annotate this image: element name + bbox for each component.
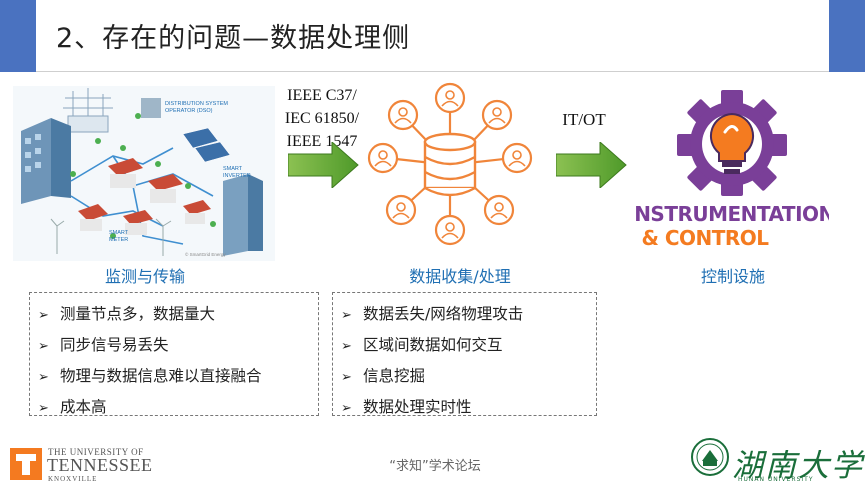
list-item: ➢同步信号易丢失 [38, 330, 318, 361]
accent-bar-right [829, 0, 865, 72]
issues-box-left: ➢测量节点多，数据量大 ➢同步信号易丢失 ➢物理与数据信息难以直接融合 ➢成本高 [29, 292, 319, 416]
protocol-line-3: IEEE 1547 [286, 133, 358, 150]
smart-grid-illustration: DISTRIBUTION SYSTEM OPERATOR (DSO) SMART… [13, 86, 275, 261]
slide-title: 2、存在的问题—数据处理侧 [56, 23, 411, 54]
lightbulb-icon [709, 112, 755, 174]
meter-label-1: SMART [109, 230, 129, 236]
section-label-monitoring: 监测与传输 [104, 267, 185, 286]
control-text: & CONTROL [641, 226, 769, 250]
utk-name-line2: TENNESSEE [47, 455, 153, 475]
substation-icon [63, 88, 113, 133]
utk-name-line3: KNOXVILLE [48, 475, 98, 483]
protocol-line-2: IEC 61850/ [284, 110, 360, 127]
inverter-label-2: INVERTER [223, 173, 251, 179]
wind-turbine-icon [50, 218, 172, 256]
arrow-right-icon [288, 142, 359, 188]
utk-logo-icon [10, 448, 42, 480]
list-item: ➢成本高 [38, 392, 318, 423]
meter-label-2: METER [109, 237, 128, 243]
hnu-english-name: HUNAN UNIVERSITY [738, 476, 814, 483]
list-item: ➢区域间数据如何交互 [341, 330, 596, 361]
list-item: ➢物理与数据信息难以直接融合 [38, 361, 318, 392]
instrumentation-control-icon: INSTRUMENTATION & CONTROL [633, 90, 829, 250]
arrow-bullet-icon: ➢ [38, 370, 49, 385]
arrow-bullet-icon: ➢ [38, 339, 49, 354]
it-ot-label: IT/OT [562, 110, 606, 129]
hnu-seal-icon [691, 438, 729, 476]
house-icon [78, 158, 211, 235]
solar-panel-icon [182, 127, 231, 163]
list-item: ➢信息挖掘 [341, 361, 596, 392]
list-item: ➢数据丢失/网络物理攻击 [341, 299, 596, 330]
list-item: ➢测量节点多，数据量大 [38, 299, 318, 330]
signal-icons [70, 113, 216, 239]
dso-label-1: DISTRIBUTION SYSTEM [165, 101, 228, 107]
arrow-bullet-icon: ➢ [38, 308, 49, 323]
tower-building-icon [223, 174, 263, 256]
dso-label-2: OPERATOR (DSO) [165, 108, 213, 114]
footer-forum-name: “求知”学术论坛 [389, 459, 481, 474]
arrow-bullet-icon: ➢ [38, 401, 49, 416]
accent-bar-left [0, 0, 36, 72]
office-building-icon [21, 118, 71, 204]
section-label-control: 控制设施 [700, 267, 765, 286]
inverter-label-1: SMART [223, 166, 243, 172]
list-item: ➢数据处理实时性 [341, 392, 596, 423]
arrow-bullet-icon: ➢ [341, 370, 352, 385]
arrow-right-icon-2 [556, 142, 627, 188]
arrow-bullet-icon: ➢ [341, 401, 352, 416]
protocol-labels: IEEE C37/ IEC 61850/ IEEE 1547 [279, 84, 365, 153]
utk-name-line1: THE UNIVERSITY OF [48, 447, 144, 457]
title-divider [36, 71, 829, 72]
arrow-bullet-icon: ➢ [341, 308, 352, 323]
data-hub-icon [367, 82, 533, 246]
protocol-line-1: IEEE C37/ [287, 87, 357, 104]
hnu-calligraphy-logo: 湖南大学 [732, 448, 864, 484]
issues-box-right: ➢数据丢失/网络物理攻击 ➢区域间数据如何交互 ➢信息挖掘 ➢数据处理实时性 [332, 292, 597, 416]
section-label-data: 数据收集/处理 [409, 267, 511, 286]
arrow-bullet-icon: ➢ [341, 339, 352, 354]
illustration-credit: © SmartGrid Energy [185, 251, 226, 257]
instrumentation-text: INSTRUMENTATION [633, 202, 829, 226]
